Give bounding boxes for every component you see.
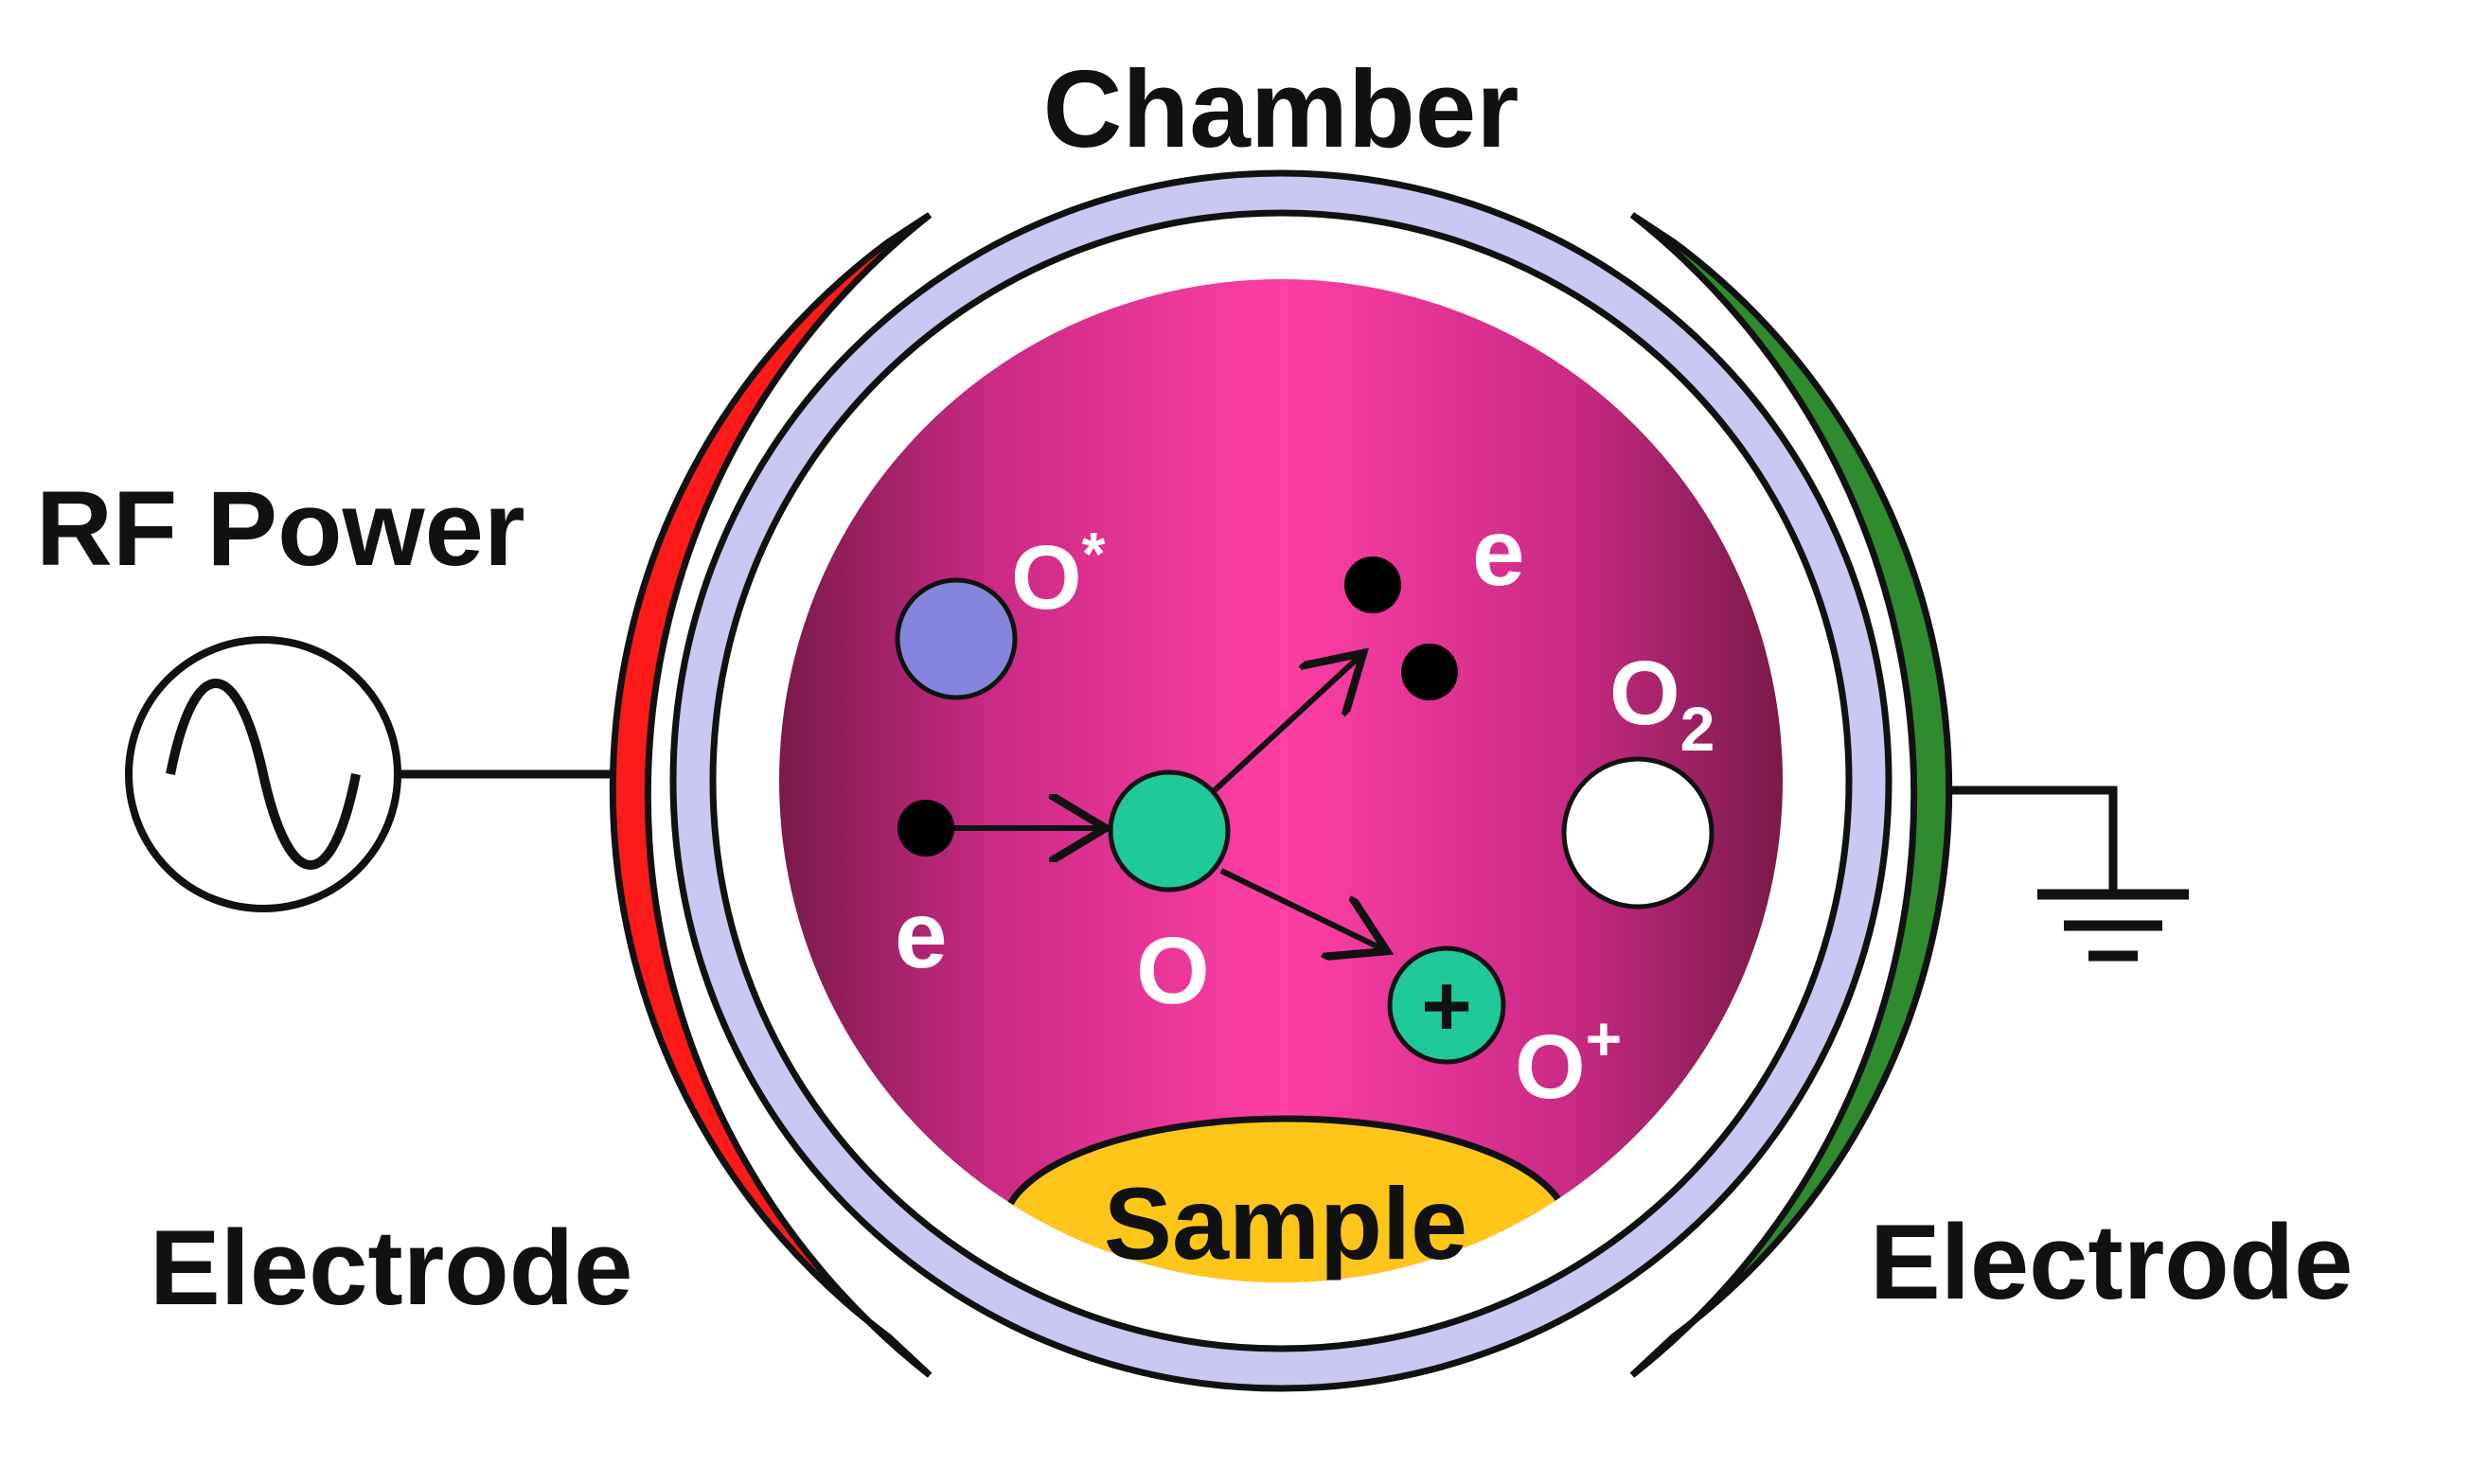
chamber-label: Chamber (1043, 47, 1519, 170)
plasma-region (779, 279, 1783, 1282)
oxygen-ion-label: O+ (1515, 1003, 1622, 1118)
electron-label-left: e (895, 882, 948, 988)
molecular-oxygen-particle (1561, 756, 1715, 910)
left-electrode (609, 212, 933, 1378)
electron-dot-top-1 (1344, 556, 1401, 613)
left-electrode-label: Electrode (150, 1209, 632, 1327)
atomic-oxygen-label: O (1136, 918, 1210, 1024)
right-electrode (1629, 212, 1953, 1378)
rf-power-label: RF Power (36, 469, 525, 588)
arrow-oxygen-to-electrons (1212, 653, 1363, 793)
electron-dot-top-2 (1401, 644, 1458, 700)
arrow-oxygen-to-ion (1219, 868, 1387, 951)
sample-label: Sample (1104, 1166, 1467, 1281)
ac-source-icon (125, 636, 401, 912)
atomic-oxygen-particle (1108, 769, 1231, 892)
oxygen-ion-particle (1387, 945, 1506, 1065)
electron-label-top: e (1472, 500, 1525, 606)
right-electrode-label: Electrode (1870, 1203, 2353, 1321)
ground-wire (1948, 786, 2118, 894)
excited-oxygen-particle (895, 577, 1018, 700)
ion-charge-symbol: + (1421, 958, 1472, 1054)
excited-oxygen-label: O* (1011, 520, 1106, 628)
molecular-oxygen-label: O2 (1609, 643, 1715, 764)
electron-dot-left (897, 800, 954, 857)
ground-icon (2037, 889, 2189, 962)
